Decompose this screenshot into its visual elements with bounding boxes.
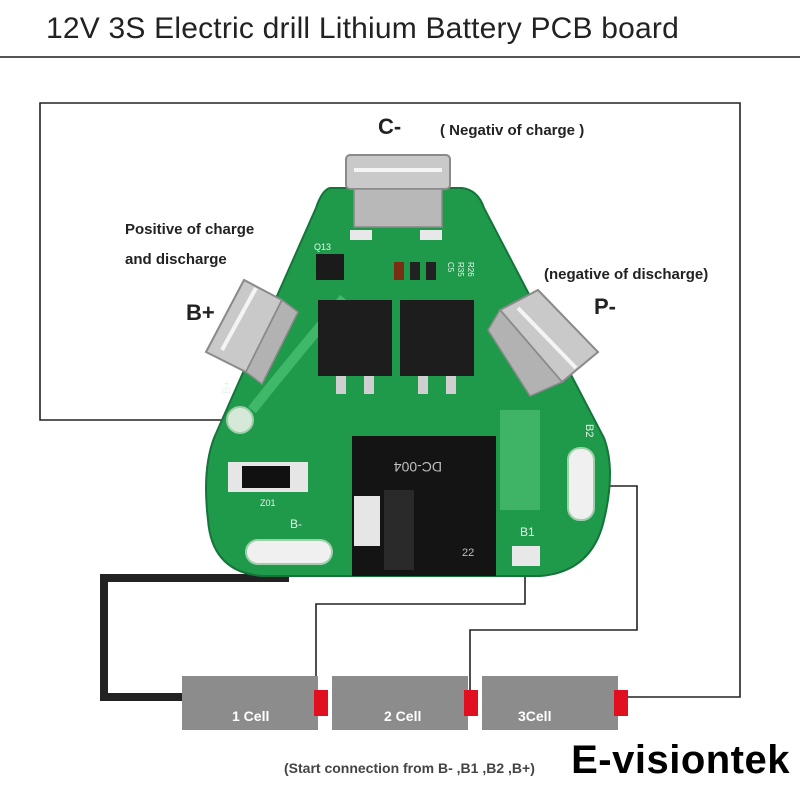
- smd-pad-1: [350, 230, 372, 240]
- silk-c5: C5: [446, 262, 455, 273]
- brand-watermark: E-visiontek: [571, 738, 790, 782]
- pcb-board: B+ B- B1 B2 Q13 C5 R35 R26 Z01 DC-004 22: [204, 154, 611, 577]
- mosfet-right: [400, 300, 474, 394]
- cell-1-label: 1 Cell: [232, 708, 269, 724]
- wire-b-plus-loop: [39, 102, 741, 698]
- cell-1: 1 Cell: [182, 676, 328, 730]
- silk-b2: B2: [583, 424, 595, 437]
- protection-ic: [352, 436, 496, 576]
- label-b-plus-desc-2: and discharge: [125, 251, 227, 268]
- silk-b-minus: B-: [290, 517, 302, 531]
- smd-pad-2: [420, 230, 442, 240]
- chip-corner: 22: [462, 547, 474, 559]
- label-b-plus-desc-1: Positive of charge: [125, 221, 255, 238]
- pad-b2: [567, 447, 595, 521]
- cell-2: 2 Cell: [332, 676, 478, 730]
- connection-order-note: (Start connection from B- ,B1 ,B2 ,B+): [284, 760, 535, 776]
- page-title: 12V 3S Electric drill Lithium Battery PC…: [46, 12, 679, 45]
- silk-r35: R35: [456, 262, 465, 277]
- label-p-minus: P-: [594, 294, 616, 319]
- chip-text: DC-004: [394, 459, 442, 475]
- silk-q13: Q13: [314, 242, 331, 252]
- silk-b1: B1: [520, 525, 535, 539]
- tab-b-plus: [204, 278, 299, 386]
- wire-b2: [469, 485, 638, 690]
- label-p-minus-desc: (negative of discharge): [544, 266, 709, 283]
- silk-r26: R26: [466, 262, 475, 277]
- smd-c5: [394, 262, 404, 280]
- label-c-minus-desc: ( Negativ of charge ): [440, 122, 585, 139]
- tab-c-minus: [345, 154, 451, 228]
- pad-b-plus: [226, 406, 254, 434]
- mosfet-left: [318, 300, 392, 394]
- tab-p-minus: [487, 288, 600, 397]
- silk-z01: Z01: [260, 498, 276, 508]
- cell-2-label: 2 Cell: [384, 708, 421, 724]
- smd-r35: [410, 262, 420, 280]
- label-b-plus: B+: [186, 300, 215, 325]
- battery-cells: 1 Cell 2 Cell 3Cell: [182, 676, 628, 730]
- title-underline: [0, 56, 800, 58]
- pad-b1: [512, 546, 540, 566]
- component-z01-body: [242, 466, 290, 488]
- pad-b-minus: [245, 539, 333, 565]
- smd-r26: [426, 262, 436, 280]
- label-c-minus: C-: [378, 114, 402, 139]
- copper-pad-right: [500, 410, 540, 510]
- cell-3: 3Cell: [482, 676, 628, 730]
- silk-b-plus: B+: [221, 380, 233, 394]
- wire-b1: [315, 566, 526, 690]
- component-q13: [316, 254, 344, 280]
- cell-3-label: 3Cell: [518, 708, 551, 724]
